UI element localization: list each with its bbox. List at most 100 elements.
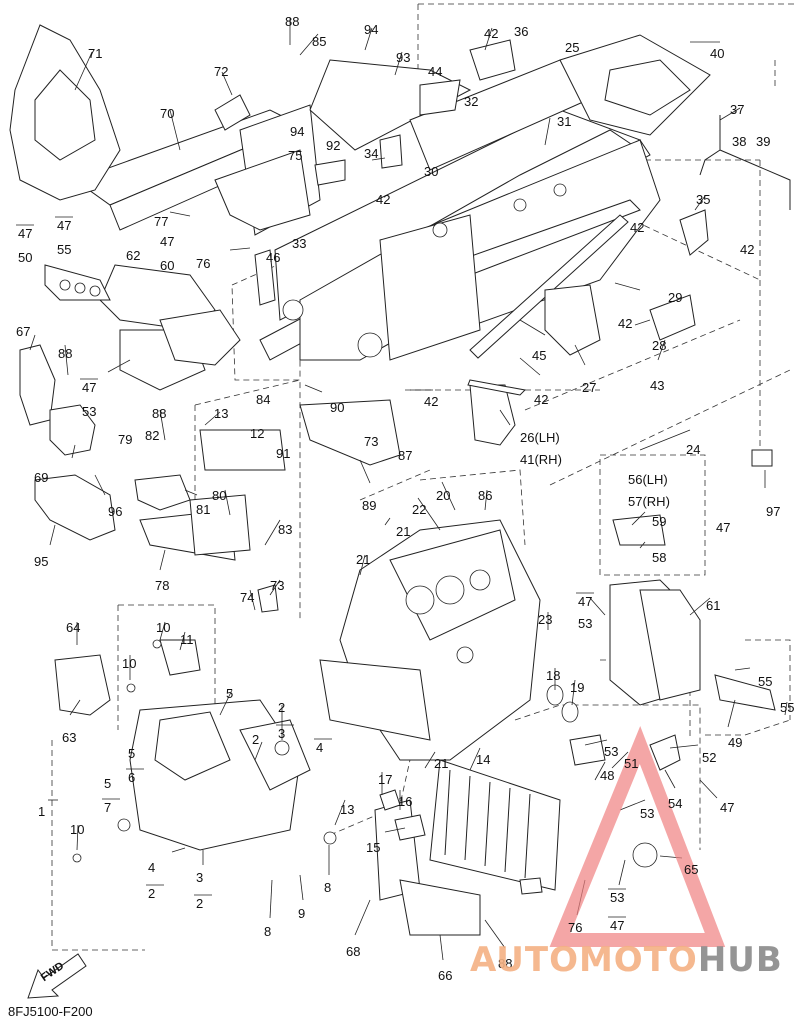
callout-c79: 79 (118, 432, 132, 447)
callout-c2a: 2 (278, 700, 285, 715)
upper-frame-assembly (9, 24, 791, 541)
callout-c5c: 5 (104, 776, 111, 791)
callout-c40: 40 (710, 46, 724, 61)
callout-c86: 86 (478, 488, 492, 503)
callout-c97: 97 (766, 504, 780, 519)
callout-c39: 39 (756, 134, 770, 149)
callout-c78: 78 (155, 578, 169, 593)
callout-c74: 74 (240, 590, 254, 605)
callout-c21b: 21 (356, 552, 370, 567)
callout-c43: 43 (650, 378, 664, 393)
callout-c3a: 3 (278, 726, 285, 741)
callout-c57: 57(RH) (628, 494, 670, 509)
callout-c6: 6 (128, 770, 135, 785)
watermark-text-a: AUTOMOTO (470, 940, 698, 980)
callout-c20: 20 (436, 488, 450, 503)
callout-c27: 27 (582, 380, 596, 395)
callout-c42d: 42 (740, 242, 754, 257)
callout-c53e: 53 (610, 890, 624, 905)
callout-c41: 41(RH) (520, 452, 562, 467)
callout-c94a: 94 (364, 22, 378, 37)
callout-c42b: 42 (376, 192, 390, 207)
callout-c47d: 47 (82, 380, 96, 395)
callout-c91: 91 (276, 446, 290, 461)
callout-c94b: 94 (290, 124, 304, 139)
callout-c73a: 73 (364, 434, 378, 449)
callout-c68: 68 (346, 944, 360, 959)
callout-c2b: 2 (252, 732, 259, 747)
callout-c66: 66 (438, 968, 452, 983)
callout-c55c: 55 (780, 700, 794, 715)
callout-c33: 33 (292, 236, 306, 251)
callout-c42c: 42 (630, 220, 644, 235)
callout-c90: 90 (330, 400, 344, 415)
callout-c88b: 88 (58, 346, 72, 361)
callout-c70: 70 (160, 106, 174, 121)
callout-c47c: 47 (18, 226, 32, 241)
callout-c17: 17 (378, 772, 392, 787)
callout-c89: 89 (362, 498, 376, 513)
callout-c48: 48 (600, 768, 614, 783)
callout-c96: 96 (108, 504, 122, 519)
callout-c5b: 5 (128, 746, 135, 761)
callout-c28: 28 (652, 338, 666, 353)
callout-c61: 61 (706, 598, 720, 613)
callout-c23: 23 (538, 612, 552, 627)
callout-c69: 69 (34, 470, 48, 485)
callout-c75: 75 (288, 148, 302, 163)
callout-c67: 67 (16, 324, 30, 339)
callout-c88a: 88 (285, 14, 299, 29)
callout-c47e: 47 (716, 520, 730, 535)
callout-c80: 80 (212, 488, 226, 503)
callout-c47b: 47 (57, 218, 71, 233)
callout-c21c: 21 (434, 756, 448, 771)
callout-c72: 72 (214, 64, 228, 79)
callout-c93: 93 (396, 50, 410, 65)
callout-c4b: 4 (148, 860, 155, 875)
callout-c42f: 42 (534, 392, 548, 407)
callout-c56: 56(LH) (628, 472, 668, 487)
callout-c44: 44 (428, 64, 442, 79)
callout-c8b: 8 (264, 924, 271, 939)
callout-c13b: 13 (340, 802, 354, 817)
callout-c18: 18 (546, 668, 560, 683)
callout-c26: 26(LH) (520, 430, 560, 445)
callout-c47h: 47 (610, 918, 624, 933)
callout-c53d: 53 (640, 806, 654, 821)
callout-c19: 19 (570, 680, 584, 695)
callout-c52: 52 (702, 750, 716, 765)
callout-c58: 58 (652, 550, 666, 565)
callout-c47g: 47 (720, 800, 734, 815)
watermark-text-b: HUB (697, 940, 783, 980)
callout-c10a: 10 (156, 620, 170, 635)
fwd-arrow-icon (27, 953, 87, 999)
callout-c55b: 55 (758, 674, 772, 689)
callout-c54: 54 (668, 796, 682, 811)
callout-c53a: 53 (82, 404, 96, 419)
callout-c59: 59 (652, 514, 666, 529)
callout-c37: 37 (730, 102, 744, 117)
callout-c8a: 8 (324, 880, 331, 895)
callout-c31: 31 (557, 114, 571, 129)
callout-c95: 95 (34, 554, 48, 569)
callout-c45: 45 (532, 348, 546, 363)
callout-c14: 14 (476, 752, 490, 767)
callout-c30: 30 (424, 164, 438, 179)
callout-c4a: 4 (316, 740, 323, 755)
callout-c76a: 76 (196, 256, 210, 271)
callout-c73b: 73 (270, 578, 284, 593)
callout-c47f: 47 (578, 594, 592, 609)
callout-c3b: 3 (196, 870, 203, 885)
callout-c82: 82 (145, 428, 159, 443)
callout-c81: 81 (196, 502, 210, 517)
callout-c88d: 88 (498, 956, 512, 971)
callout-c63: 63 (62, 730, 76, 745)
callout-c51: 51 (624, 756, 638, 771)
callout-c13a: 13 (214, 406, 228, 421)
callout-c25: 25 (565, 40, 579, 55)
callout-c2c: 2 (148, 886, 155, 901)
callout-c36: 36 (514, 24, 528, 39)
callout-c92: 92 (326, 138, 340, 153)
